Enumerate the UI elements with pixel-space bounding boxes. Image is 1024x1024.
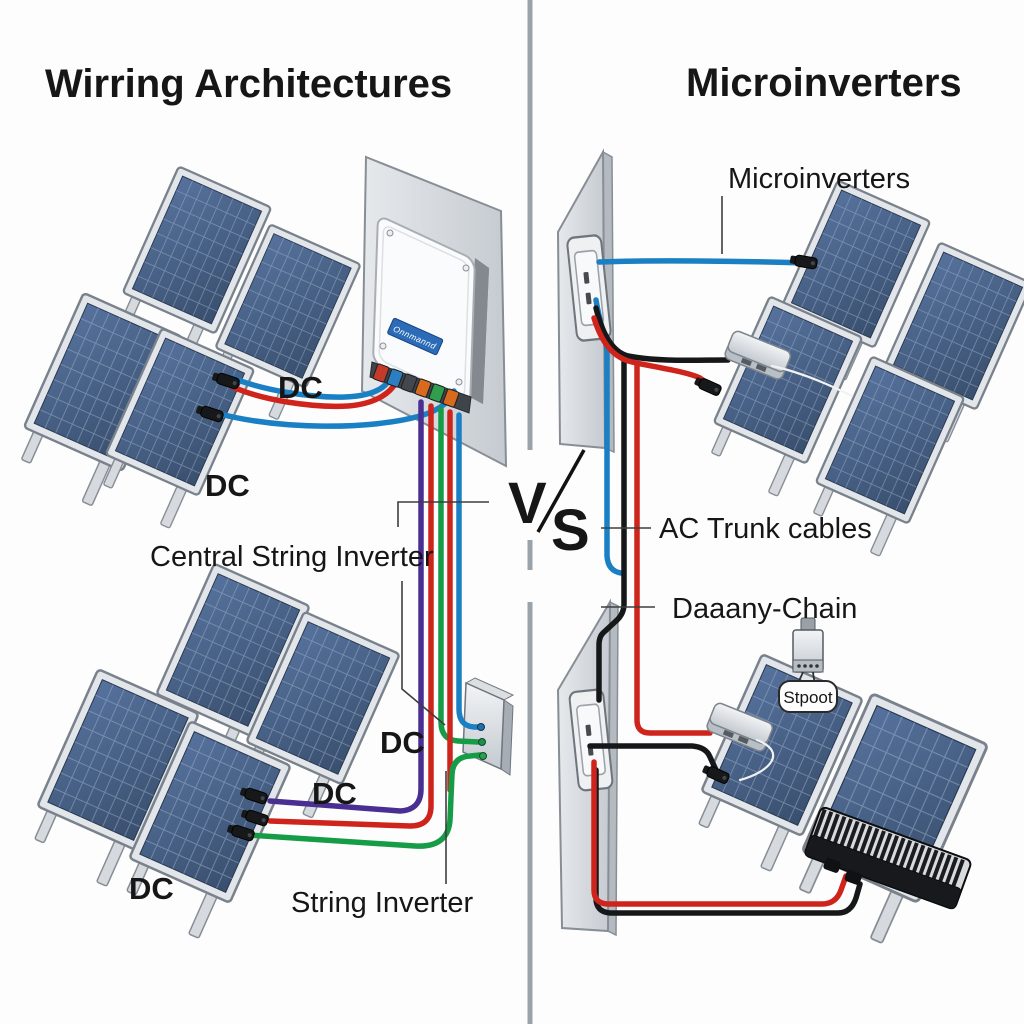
microinverters-annotation: Microinverters (728, 163, 910, 195)
right-leader-lines (601, 196, 723, 608)
dc-label-5: DC (129, 871, 174, 906)
device-tag-bubble: Stpoot (778, 680, 838, 713)
microinverter-stub-device (788, 617, 824, 698)
dc-label-2: DC (205, 468, 250, 503)
ac-trunk-cables (587, 258, 863, 916)
microinverter-finned-device (804, 806, 972, 910)
dc-label-4: DC (312, 776, 357, 811)
ac-trunk-cables-label: AC Trunk cables (659, 513, 872, 545)
string-inverter-label: String Inverter (291, 887, 473, 919)
dc-label-3: DC (380, 725, 425, 760)
right-top-panel-array (695, 179, 1024, 563)
device-tag-text: Stpoot (783, 688, 832, 707)
right-title: Microinverters (686, 61, 962, 105)
central-string-inverter-unit: Onnmannd (373, 215, 489, 408)
dc-label-1: DC (278, 370, 323, 405)
left-leader-lines (397, 501, 489, 884)
left-top-panel-array (4, 165, 362, 535)
string-inverter-ports (477, 723, 487, 760)
vs-letter-v: V (508, 471, 547, 536)
vs-letter-s: S (551, 498, 590, 563)
left-title: Wirring Architectures (45, 62, 452, 106)
drop-cables (738, 364, 854, 782)
central-string-inverter-label: Central String Inverter (150, 541, 434, 573)
daisy-chain-label: Daaany-Chain (672, 593, 857, 625)
inverter-dc-ports (369, 361, 472, 414)
vs-mark: V S (508, 449, 590, 563)
